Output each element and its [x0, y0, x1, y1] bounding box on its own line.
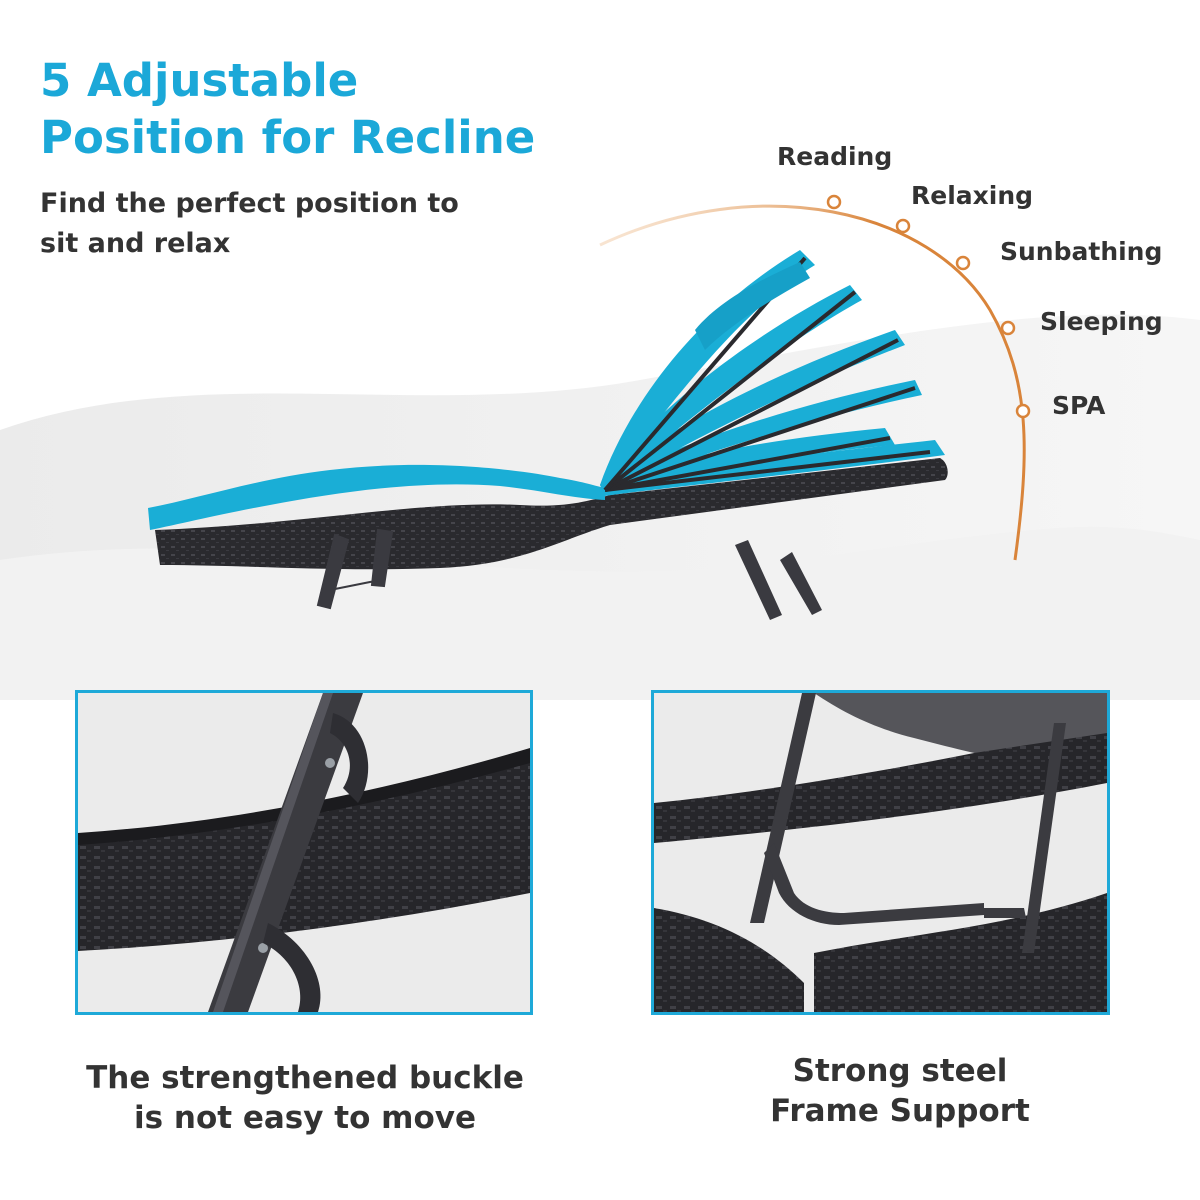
frame-caption-line-2: Frame Support	[770, 1093, 1030, 1129]
rattan-base	[155, 458, 948, 570]
position-label-relaxing: Relaxing	[911, 181, 1034, 210]
buckle-detail-image	[78, 693, 530, 1012]
buckle-caption-line-2: is not easy to move	[134, 1100, 476, 1136]
front-leg	[316, 528, 394, 610]
position-label-sleeping: Sleeping	[1040, 307, 1163, 336]
arc-marker-sleeping	[1000, 320, 1016, 336]
arc-marker-reading	[826, 194, 842, 210]
subtitle-line-2: sit and relax	[40, 228, 231, 259]
page-subtitle: Find the perfect position to sit and rel…	[40, 184, 510, 264]
headrest-pillow	[695, 262, 810, 350]
title-line-2: Position for Recline	[40, 111, 536, 164]
steel-frame-detail-image	[654, 693, 1107, 1012]
page-title: 5 Adjustable Position for Recline	[40, 52, 535, 166]
buckle-caption-line-1: The strengthened buckle	[86, 1060, 524, 1096]
position-label-spa: SPA	[1052, 391, 1106, 420]
arc-marker-sunbathing	[955, 255, 971, 271]
backrest-positions	[600, 250, 945, 496]
seat-cushion	[148, 464, 605, 530]
arc-marker-relaxing	[895, 218, 911, 234]
position-label-sunbathing: Sunbathing	[1000, 237, 1163, 266]
position-label-reading: Reading	[777, 142, 893, 171]
frame-caption-line-1: Strong steel	[792, 1053, 1008, 1089]
frame-caption: Strong steel Frame Support	[660, 1051, 1140, 1131]
title-line-1: 5 Adjustable	[40, 54, 359, 107]
steel-frame-detail-photo	[651, 690, 1110, 1015]
recline-arc	[599, 204, 1026, 561]
rear-leg	[735, 540, 822, 620]
subtitle-line-1: Find the perfect position to	[40, 188, 459, 219]
arc-marker-spa	[1015, 403, 1031, 419]
buckle-detail-photo	[75, 690, 533, 1015]
buckle-caption: The strengthened buckle is not easy to m…	[60, 1058, 550, 1138]
